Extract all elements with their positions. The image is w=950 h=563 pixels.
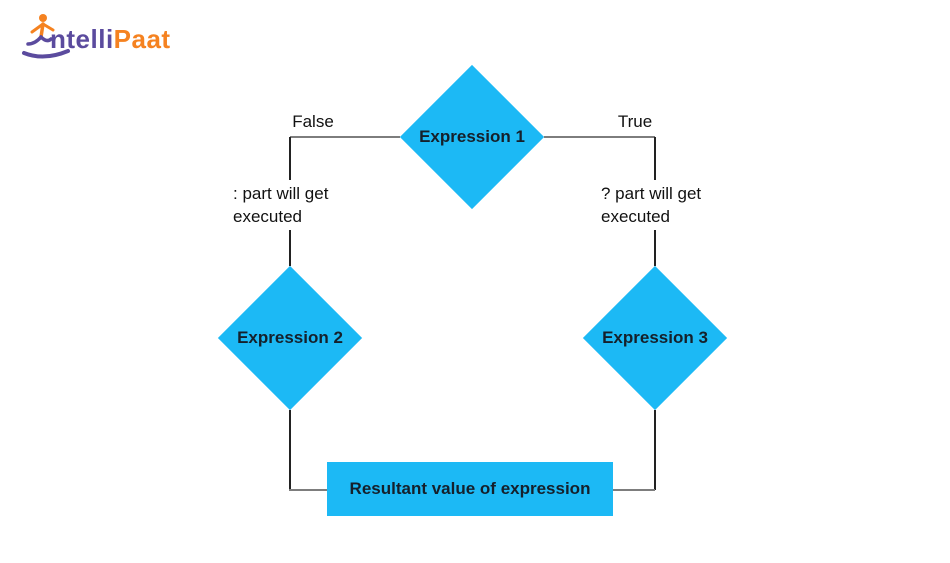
connector-top-left-horizontal	[290, 136, 400, 138]
connector-bottom-right-horizontal	[613, 489, 655, 491]
intellipaat-logo: ntelliPaat	[18, 10, 171, 62]
result-rectangle-label: Resultant value of expression	[349, 479, 591, 498]
true-branch-note: ? part will get executed	[598, 180, 705, 230]
result-rectangle: Resultant value of expression	[327, 462, 613, 516]
false-branch-label: False	[292, 112, 334, 131]
true-branch-label: True	[617, 112, 653, 131]
false-branch-diamond-label: Expression 2	[237, 328, 343, 347]
connector-bottom-left-horizontal	[289, 489, 327, 491]
logo-text-secondary: Paat	[113, 24, 171, 54]
connector-right-lower-vertical	[654, 410, 656, 490]
decision-diamond-label: Expression 1	[419, 127, 525, 146]
false-branch-note: : part will get executed	[230, 180, 332, 230]
logo-text-primary: ntelli	[50, 24, 114, 54]
connector-left-lower-vertical	[289, 410, 291, 490]
true-branch-diamond-label: Expression 3	[602, 328, 708, 347]
leaping-person-icon	[22, 14, 70, 59]
connector-top-right-horizontal	[544, 136, 655, 138]
logo-wordmark: ntelliPaat	[50, 24, 171, 55]
